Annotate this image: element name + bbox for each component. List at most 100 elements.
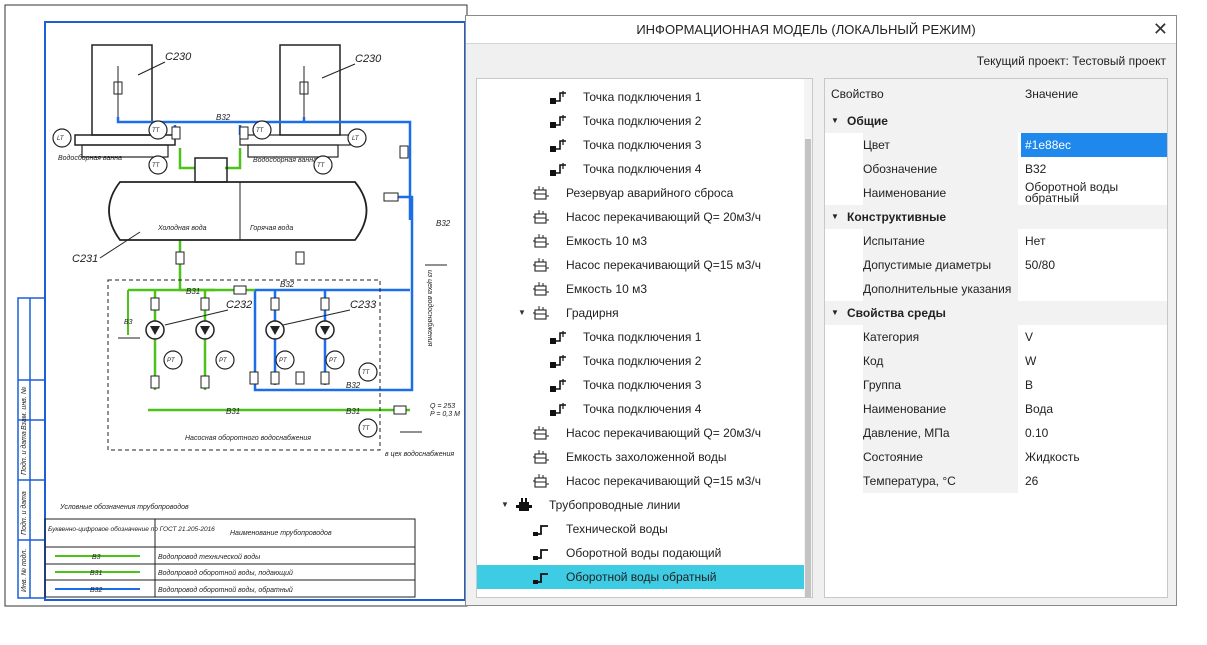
label-tank-right: Водосборная ванна bbox=[253, 156, 317, 164]
property-name: Допустимые диаметры bbox=[863, 253, 1018, 277]
tree-item[interactable]: Насос перекачивающий Q=15 м3/ч bbox=[477, 253, 804, 277]
column-value: Значение bbox=[1025, 87, 1079, 101]
tree-item[interactable]: Оборотной воды подающий bbox=[477, 541, 804, 565]
tree-item[interactable]: Точка подключения 3 bbox=[477, 373, 804, 397]
side-label-num: Инв. № подл. bbox=[20, 549, 28, 592]
scrollbar-thumb[interactable] bbox=[805, 139, 811, 597]
tree-item[interactable]: Насос перекачивающий Q=15 м3/ч bbox=[477, 469, 804, 493]
tree-item-label: Емкость 10 м3 bbox=[566, 234, 647, 248]
tree-item[interactable]: Емкость 10 м3 bbox=[477, 277, 804, 301]
connection-point-icon bbox=[549, 353, 567, 369]
tree-item[interactable]: Резервуар аварийного сброса bbox=[477, 181, 804, 205]
tree-item[interactable]: Точка подключения 4 bbox=[477, 157, 804, 181]
tree-item[interactable]: Технической воды bbox=[477, 517, 804, 541]
tree-item[interactable]: Точка подключения 1 bbox=[477, 85, 804, 109]
property-group-name: Общие bbox=[847, 114, 888, 128]
tree-item[interactable]: Точка подключения 4 bbox=[477, 397, 804, 421]
tree-item[interactable]: Точка подключения 2 bbox=[477, 109, 804, 133]
property-value[interactable]: 0.10 bbox=[1021, 421, 1167, 445]
equipment-icon bbox=[532, 425, 550, 441]
side-label-inv: Взам. инв. № bbox=[21, 386, 28, 430]
instrument-tt: TT bbox=[362, 426, 371, 432]
property-value[interactable]: Нет bbox=[1021, 229, 1167, 253]
instrument-tt: TT bbox=[362, 370, 371, 376]
tree-scrollbar[interactable] bbox=[804, 79, 812, 597]
label-c233: С233 bbox=[350, 299, 377, 311]
collapse-arrow-icon[interactable]: ▼ bbox=[831, 116, 839, 125]
expand-arrow-icon[interactable]: ▼ bbox=[501, 500, 509, 509]
collapse-arrow-icon[interactable]: ▼ bbox=[831, 308, 839, 317]
instrument-tt: TT bbox=[152, 163, 161, 169]
tree-item[interactable]: Точка подключения 1 bbox=[477, 325, 804, 349]
property-row[interactable]: Цвет#1e88ec bbox=[825, 133, 1167, 157]
tree-item-label: Градирня bbox=[566, 306, 619, 320]
connection-point-icon bbox=[549, 329, 567, 345]
legend-col1: Буквенно-цифровое обозначение по ГОСТ 21… bbox=[48, 525, 215, 533]
tree-item[interactable]: ▼ Трубопроводные линии bbox=[477, 493, 804, 517]
legend-code: В32 bbox=[90, 587, 103, 594]
tree-item[interactable]: Насос перекачивающий Q= 20м3/ч bbox=[477, 205, 804, 229]
property-value[interactable]: 50/80 bbox=[1021, 253, 1167, 277]
tree-item-label: Точка подключения 3 bbox=[583, 378, 702, 392]
property-group-name: Конструктивные bbox=[847, 210, 947, 224]
property-value[interactable]: В32 bbox=[1021, 157, 1167, 181]
property-group[interactable]: ▼Свойства среды bbox=[825, 301, 1167, 325]
connection-point-icon bbox=[549, 89, 567, 105]
property-value[interactable]: 26 bbox=[1021, 469, 1167, 493]
tree-item[interactable]: Насос перекачивающий Q= 20м3/ч bbox=[477, 421, 804, 445]
collapse-arrow-icon[interactable]: ▼ bbox=[831, 212, 839, 221]
close-icon[interactable]: ✕ bbox=[1152, 19, 1168, 39]
property-value[interactable]: #1e88ec bbox=[1021, 133, 1167, 157]
property-value[interactable] bbox=[1021, 277, 1167, 301]
instrument-tt: TT bbox=[256, 128, 265, 134]
label-flow-q: Q = 253 bbox=[430, 403, 455, 410]
connection-point-icon bbox=[549, 137, 567, 153]
tree-item[interactable]: Точка подключения 3 bbox=[477, 133, 804, 157]
tree-item[interactable]: Точка подключения 2 bbox=[477, 349, 804, 373]
label-hot-water: Горячая вода bbox=[250, 224, 293, 232]
property-group[interactable]: ▼ Общие bbox=[825, 109, 1167, 133]
label-c230-left: С230 bbox=[165, 51, 192, 63]
label-c231: С231 bbox=[72, 253, 98, 265]
legend-table bbox=[44, 518, 416, 598]
property-row[interactable]: Дополнительные указания bbox=[825, 277, 1167, 301]
connection-point-icon bbox=[549, 401, 567, 417]
tree-item[interactable]: ▼ Градирня bbox=[477, 301, 804, 325]
label-b3: В3 bbox=[124, 319, 133, 326]
property-value[interactable]: Вода bbox=[1021, 397, 1167, 421]
current-project-label: Текущий проект: Тестовый проект bbox=[976, 54, 1166, 68]
property-value[interactable]: V bbox=[1021, 325, 1167, 349]
tree-item-label: Трубопроводные линии bbox=[549, 498, 681, 512]
property-value[interactable]: W bbox=[1021, 349, 1167, 373]
instrument-pt: PT bbox=[279, 358, 288, 364]
tree-item-label: Емкость захоложенной воды bbox=[566, 450, 727, 464]
property-name: Цвет bbox=[863, 133, 1018, 157]
property-value[interactable]: B bbox=[1021, 373, 1167, 397]
property-name: Код bbox=[863, 349, 1018, 373]
window-titlebar[interactable]: ИНФОРМАЦИОННАЯ МОДЕЛЬ (ЛОКАЛЬНЫЙ РЕЖИМ) … bbox=[466, 16, 1176, 44]
property-value[interactable]: Оборотной воды обратный bbox=[1021, 181, 1167, 206]
property-group[interactable]: ▼ Конструктивные bbox=[825, 205, 1167, 229]
expand-arrow-icon[interactable]: ▼ bbox=[518, 308, 526, 317]
property-value[interactable]: Жидкость bbox=[1021, 445, 1167, 469]
tree-item[interactable]: Емкость захоложенной воды bbox=[477, 445, 804, 469]
cooling-tower-left bbox=[74, 44, 176, 158]
legend-name: Водопровод оборотной воды, подающий bbox=[158, 569, 293, 577]
side-label-sign: Подп. и дата bbox=[20, 431, 28, 475]
tree-item[interactable]: Оборотной воды обратный bbox=[477, 565, 804, 589]
tree-item[interactable]: Емкость 10 м3 bbox=[477, 229, 804, 253]
valves bbox=[150, 126, 409, 415]
